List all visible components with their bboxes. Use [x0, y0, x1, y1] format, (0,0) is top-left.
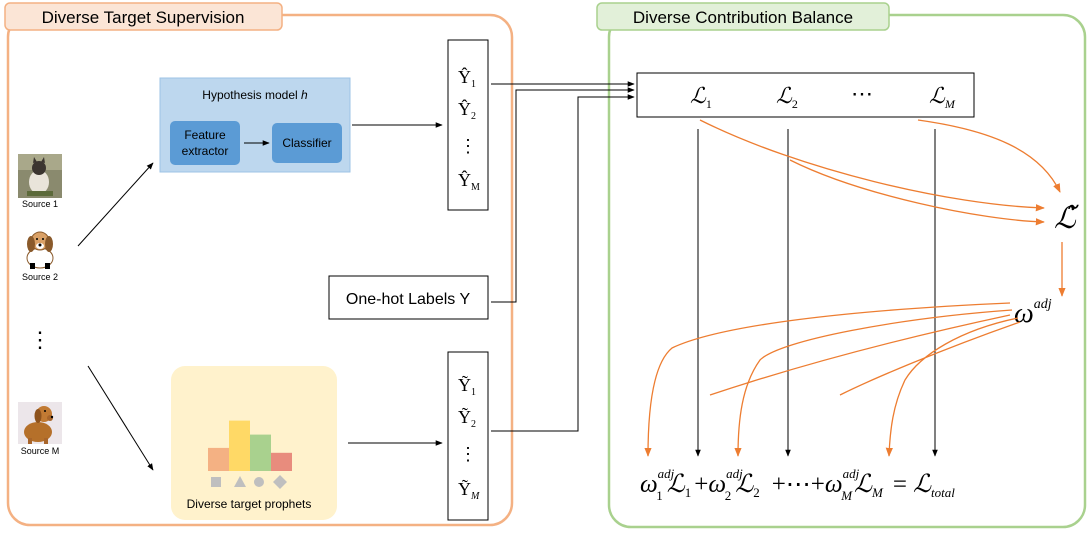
- feature-extractor-line1: Feature: [184, 128, 226, 142]
- loss-2: ℒ2: [776, 83, 798, 111]
- targets-box: Ỹ1 Ỹ2 ⋮ ỸM: [447, 351, 489, 521]
- square-icon: [211, 477, 221, 487]
- prediction-1: Ŷ1: [458, 66, 476, 90]
- hypothesis-model-title: Hypothesis model h: [202, 88, 308, 102]
- diverse-target-prophets: Diverse target prophets: [171, 366, 337, 520]
- cat-photo-icon: [18, 154, 62, 198]
- prediction-2: Ŷ2: [458, 98, 476, 122]
- losses-box: ℒ1 ℒ2 ⋯ ℒM: [636, 72, 975, 118]
- target-2: Ỹ2: [458, 406, 476, 430]
- classifier-block: [272, 123, 342, 163]
- triangle-icon: [234, 476, 246, 487]
- classifier-label: Classifier: [282, 136, 331, 150]
- arrow-loss1-to-tilde: [699, 119, 1045, 212]
- prophets-label: Diverse target prophets: [187, 497, 312, 511]
- one-hot-labels: One-hot Labels Y: [328, 275, 489, 320]
- weight-2: ω: [708, 471, 726, 498]
- loss-m: ℒM: [929, 83, 956, 111]
- arrow-omega-to-weightm: [885, 317, 1019, 457]
- targets-ellipsis: ⋮: [459, 444, 477, 464]
- one-hot-labels-box: [328, 275, 489, 320]
- arrow-sourcem-to-prophets: [87, 365, 154, 471]
- right-panel-title-box: [596, 2, 890, 31]
- source-2: Source 2: [22, 231, 58, 282]
- right-panel: Diverse Contribution Balance: [596, 2, 1087, 529]
- loss-1: ℒ1: [690, 83, 712, 111]
- arrow-targets-to-losses: [491, 94, 635, 432]
- dog-photo-icon: [18, 402, 62, 444]
- arrow-source2-to-hypothesis: [77, 162, 154, 247]
- source-m-label: Source M: [21, 446, 60, 456]
- arrow-omega-to-weight2: [734, 309, 1013, 457]
- sources-ellipsis: ⋮: [29, 327, 51, 352]
- target-m: ỸM: [458, 478, 480, 502]
- weight-1: ω: [640, 471, 658, 498]
- prophet-shapes: [211, 475, 287, 489]
- prophet-bar-4: [271, 452, 292, 471]
- source-2-label: Source 2: [22, 272, 58, 282]
- source-m: Source M: [18, 402, 62, 456]
- feature-extractor-block: [170, 121, 240, 165]
- prophet-bar-1: [208, 447, 229, 471]
- left-panel: Diverse Target Supervision: [4, 2, 514, 527]
- source-1-label: Source 1: [22, 199, 58, 209]
- left-panel-title: Diverse Target Supervision: [42, 8, 245, 27]
- arrow-labels-to-losses: [491, 87, 635, 303]
- left-panel-title-box: [4, 2, 283, 31]
- predictions-box-border: [447, 39, 489, 211]
- omega-adj: ωadj: [1014, 297, 1052, 329]
- losses-box-border: [636, 72, 975, 118]
- circle-icon: [254, 477, 264, 487]
- predictions-ellipsis: ⋮: [459, 136, 477, 156]
- source-1: Source 1: [18, 154, 62, 209]
- feature-extractor-line2: extractor: [182, 144, 229, 158]
- arrow-omega-to-weight2-b: [839, 321, 1021, 396]
- loss-tilde: ℒ̃: [1054, 202, 1080, 235]
- target-1: Ỹ1: [458, 374, 476, 398]
- targets-box-border: [447, 351, 489, 521]
- prediction-m: ŶM: [458, 169, 480, 193]
- arrow-omega-to-weight1: [644, 302, 1011, 457]
- predictions-box: Ŷ1 Ŷ2 ⋮ ŶM: [447, 39, 489, 211]
- arrow-omega-to-weight1-b: [709, 314, 1011, 396]
- prophet-bar-3: [250, 434, 271, 471]
- losses-dots: ⋯: [851, 81, 873, 106]
- prophet-bar-chart: [208, 420, 292, 471]
- weight-m: ω: [825, 471, 843, 498]
- diamond-icon: [273, 475, 287, 489]
- arrow-lossm-to-tilde: [917, 119, 1061, 193]
- hypothesis-model: Hypothesis model h Feature extractor Cla…: [159, 77, 351, 173]
- right-panel-title: Diverse Contribution Balance: [633, 8, 853, 27]
- prophet-bar-2: [229, 420, 250, 471]
- dog-cartoon-icon: [26, 231, 54, 269]
- one-hot-labels-text: One-hot Labels Y: [346, 291, 471, 308]
- arrow-loss2-to-tilde: [789, 159, 1045, 226]
